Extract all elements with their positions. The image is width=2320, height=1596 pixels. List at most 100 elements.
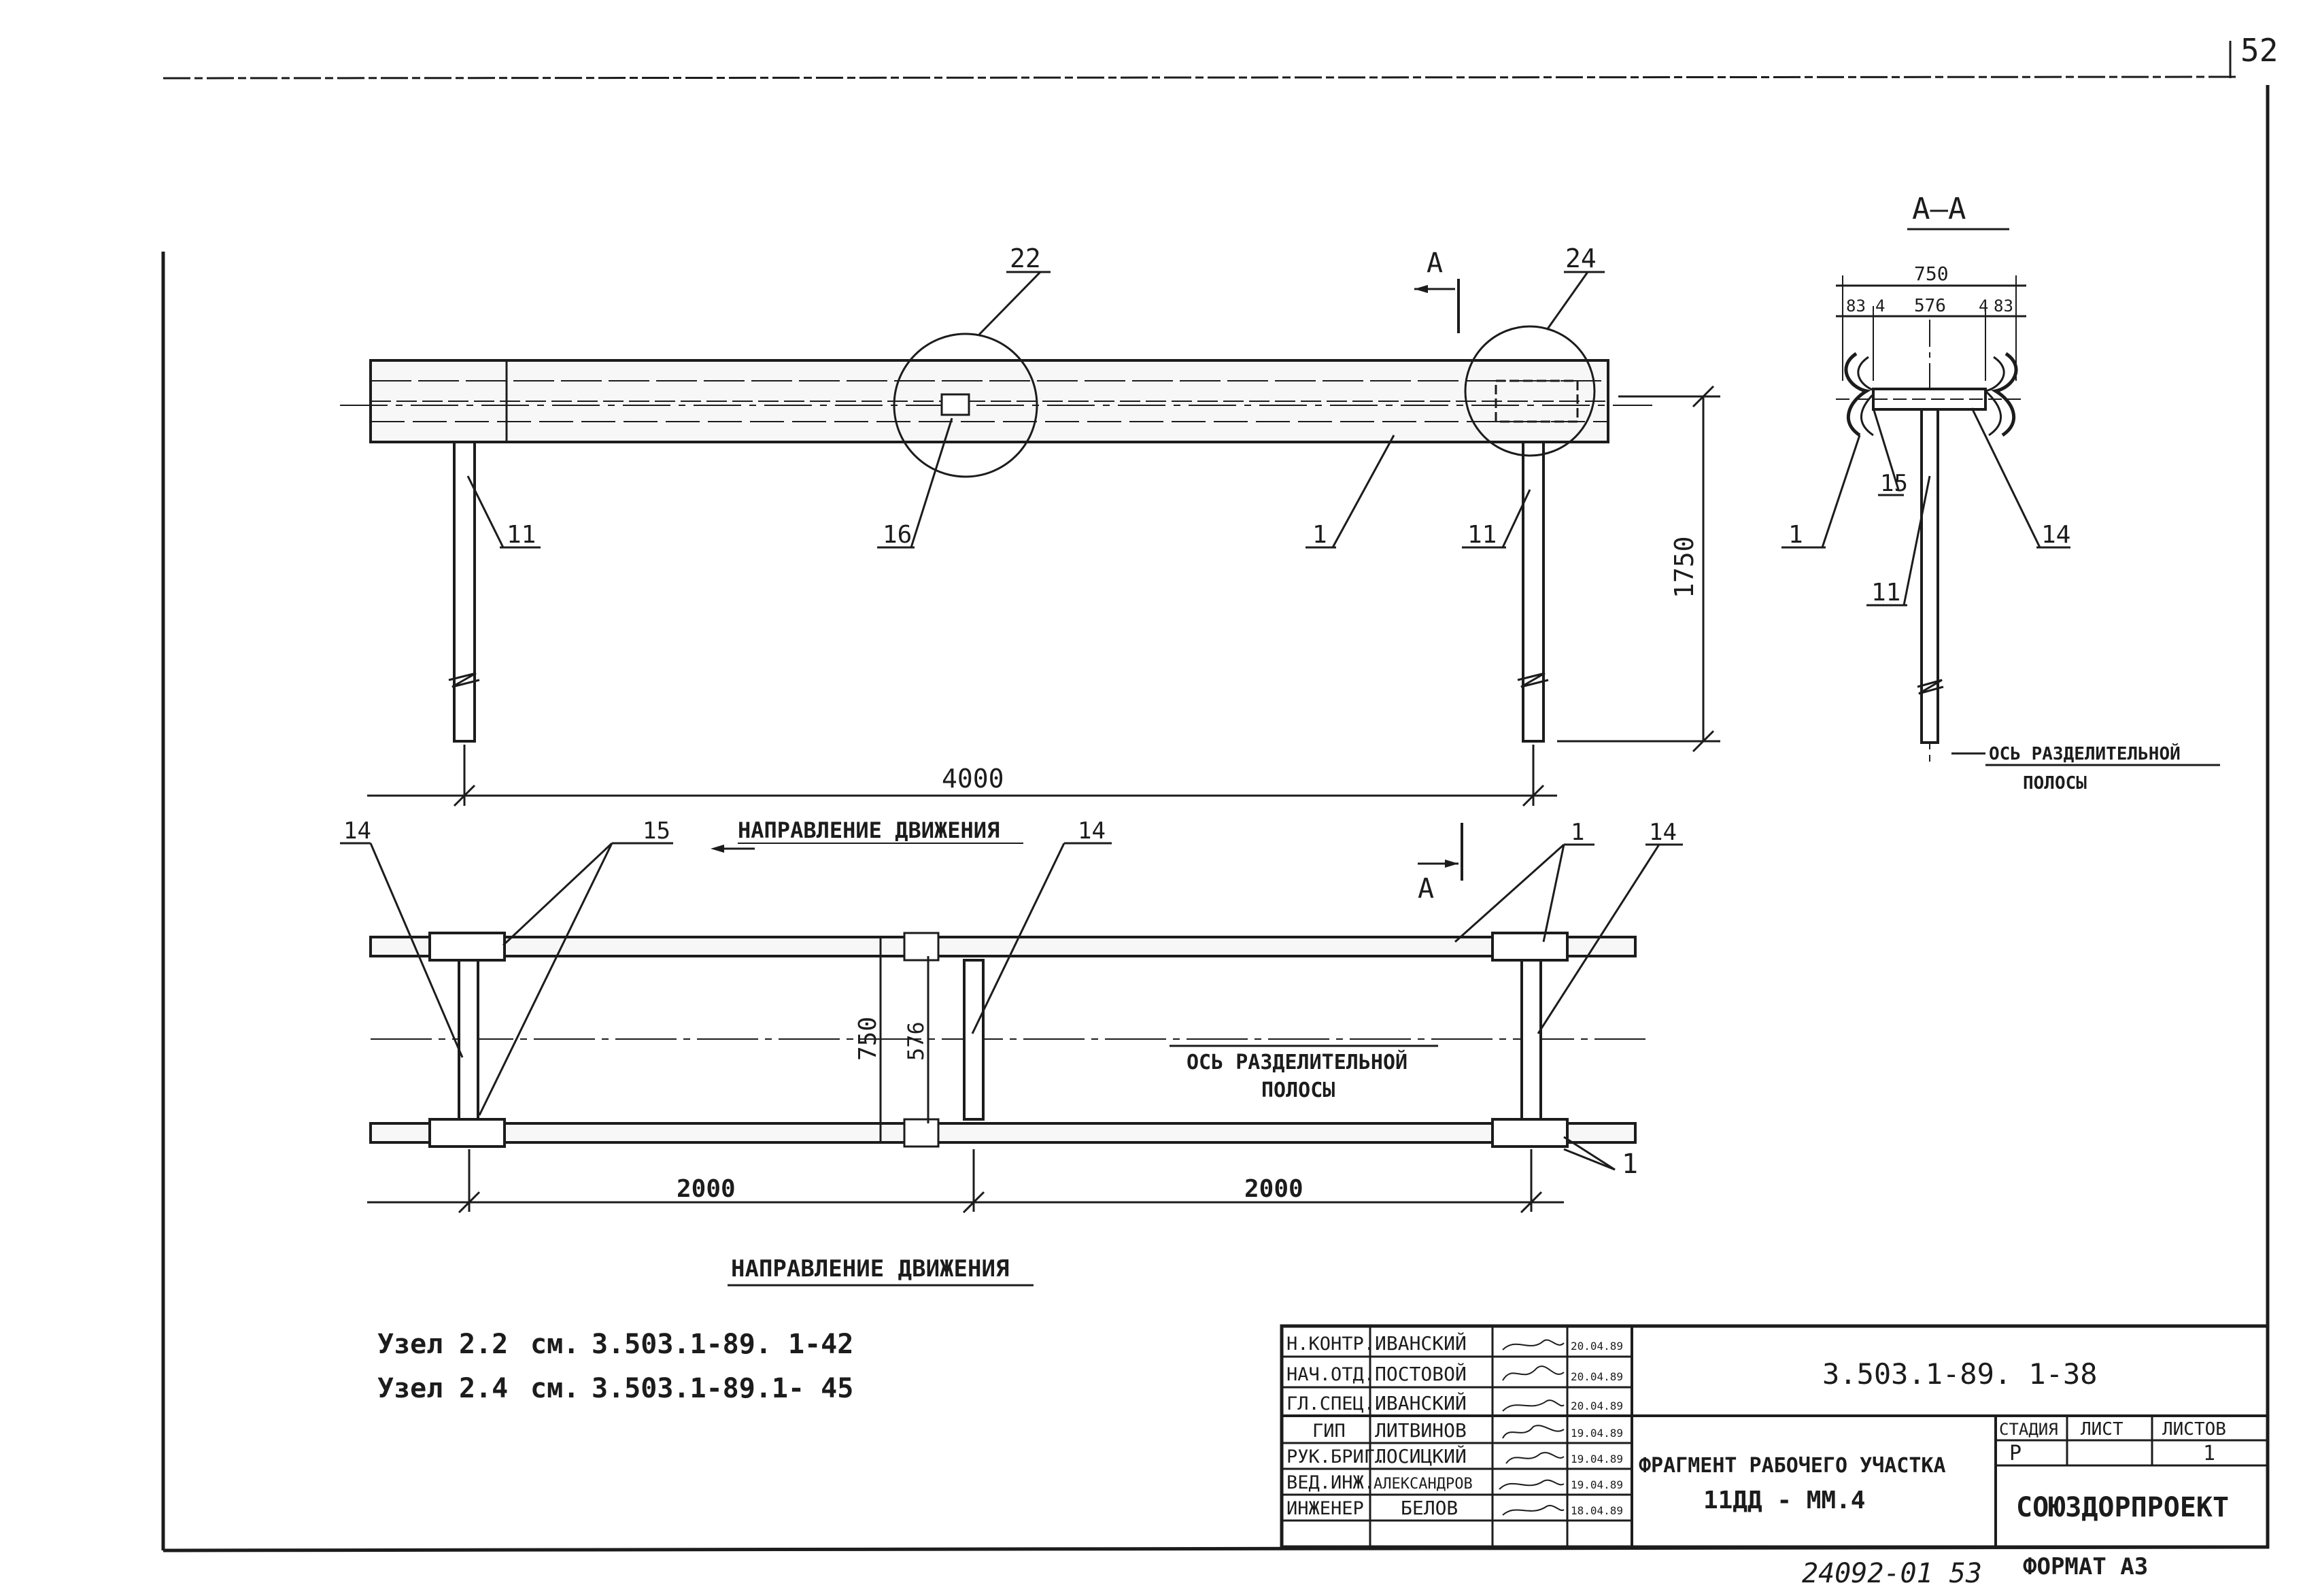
stage-header: СТАДИЯ [1999,1420,2058,1439]
node-24-circle [1464,325,1596,457]
page-number: 52 [2240,32,2278,69]
staff-date: 19.04.89 [1571,1453,1623,1465]
plan-plate [903,932,940,962]
section-label-11: 11 [1871,579,1900,607]
staff-name: ПОСТОВОЙ [1375,1362,1467,1385]
plan-plate [1491,932,1569,962]
staff-role: ГИП [1312,1421,1346,1442]
section-dim-750: 750 [1914,262,1949,285]
section-axis-label-line2: ПОЛОСЫ [2023,773,2087,794]
sheets-total-value: 1 [2203,1442,2215,1465]
note-2-num: 2.4 [459,1373,508,1404]
plan-direction-label: НАПРАВЛЕНИЕ ДВИЖЕНИЯ [738,817,1000,843]
crossbar [1872,388,1987,411]
post-left [453,441,476,743]
section-dim-4-left: 4 [1875,296,1885,316]
plan-label-15: 15 [643,817,670,845]
staff-date: 19.04.89 [1571,1478,1623,1491]
section-aa-title: A—A [1912,192,1966,226]
plan-label-1-top: 1 [1571,819,1584,846]
splice-plate [940,393,970,416]
staff-role: РУК.БРИГ. [1286,1446,1386,1467]
plan-dim-2000-right: 2000 [1244,1175,1303,1203]
plan-plate [428,1118,506,1148]
post-label-11-left: 11 [507,521,536,549]
section-label-14: 14 [2041,521,2070,549]
section-dim-576: 576 [1914,296,1946,316]
section-dim-4-right: 4 [1979,296,1988,316]
plan-post-left [458,959,479,1121]
label-16: 16 [883,521,912,549]
plan-label-14-mid: 14 [1078,817,1106,845]
staff-role: ИНЖЕНЕР [1286,1498,1364,1519]
node-24-label: 24 [1565,243,1597,273]
plan-dim-750: 750 [854,1017,882,1061]
staff-role: ВЕД.ИНЖ. [1286,1472,1375,1493]
plan-view [340,823,1683,1214]
staff-role: НАЧ.ОТД. [1286,1364,1375,1385]
plan-plate [428,932,506,962]
organization-name: СОЮЗДОРПРОЕКТ [2016,1492,2229,1523]
drawing-title-line2: 11ДД - ММ.4 [1703,1487,1865,1514]
notes: Узел 2.2 см. 3.503.1-89. 1-42 Узел 2.4 с… [377,1329,853,1404]
plan-dim-2000-left: 2000 [677,1175,736,1203]
plan-post-mid [963,959,985,1121]
section-dim-83-left: 83 [1846,296,1866,316]
staff-role: Н.КОНТР. [1286,1334,1375,1355]
staff-date: 20.04.89 [1571,1370,1623,1383]
height-dimension: 1750 [1669,536,1699,598]
staff-date: 19.04.89 [1571,1427,1623,1440]
elevation-view [340,271,1720,807]
plan-cut-letter: А [1418,873,1434,904]
title-block [1280,1324,2270,1549]
plan-plate [1491,1118,1569,1148]
document-code: 3.503.1-89. 1-38 [1822,1357,2098,1391]
inventory-number: 24092-01 53 [1802,1558,1982,1589]
section-dim-83-right: 83 [1994,296,2013,316]
sheets-header: ЛИСТОВ [2162,1419,2226,1440]
note-2-ref: 3.503.1-89.1- 45 [592,1373,853,1404]
direction-label-bottom: НАПРАВЛЕНИЕ ДВИЖЕНИЯ [731,1255,1009,1283]
note-1-node: Узел [377,1329,443,1360]
note-2-see: см. [530,1373,579,1404]
staff-rows: Н.КОНТР. ИВАНСКИЙ 20.04.89 НАЧ.ОТД. ПОСТ… [1286,1331,1623,1519]
node-22-label: 22 [1010,243,1041,273]
sheet-header: ЛИСТ [2081,1419,2123,1440]
staff-date: 18.04.89 [1571,1504,1623,1517]
staff-name: ЛИТВИНОВ [1375,1419,1467,1442]
beam-label-1: 1 [1312,521,1327,549]
note-1-see: см. [530,1329,579,1360]
note-1-num: 2.2 [459,1329,508,1360]
drawing-title-line1: ФРАГМЕНТ РАБОЧЕГО УЧАСТКА [1639,1454,1946,1478]
staff-date: 20.04.89 [1571,1340,1623,1353]
span-dimension: 4000 [942,764,1004,794]
plan-rail-top [369,936,1637,957]
note-2-node: Узел [377,1373,443,1404]
plan-label-14-left: 14 [343,817,371,845]
plan-label-14-right: 14 [1649,819,1677,846]
staff-name: ИВАНСКИЙ [1375,1331,1467,1355]
guardrail-beam [369,359,1609,443]
plan-rail-bottom [369,1122,1637,1144]
section-axis-label-line1: ОСЬ РАЗДЕЛИТЕЛЬНОЙ [1989,743,2181,764]
staff-date: 20.04.89 [1571,1399,1623,1412]
section-cut-letter: А [1427,248,1443,279]
plan-axis-label-line2: ПОЛОСЫ [1261,1079,1335,1102]
section-aa-view [1781,228,2220,766]
plan-post-right [1520,959,1542,1121]
splice-plate [1495,379,1579,423]
staff-name: ЛОСИЦКИЙ [1375,1444,1467,1467]
stage-value: Р [2009,1442,2022,1465]
plan-label-1-bottom: 1 [1622,1149,1638,1180]
staff-role: ГЛ.СПЕЦ. [1286,1393,1375,1414]
section-label-1: 1 [1788,521,1803,549]
note-1-ref: 3.503.1-89. 1-42 [592,1329,853,1360]
post-label-11-right: 11 [1467,521,1497,549]
staff-name: АЛЕКСАНДРОВ [1374,1476,1473,1493]
plan-plate [903,1118,940,1148]
plan-axis-label-line1: ОСЬ РАЗДЕЛИТЕЛЬНОЙ [1187,1050,1408,1074]
staff-name: БЕЛОВ [1401,1497,1458,1519]
paper-format: ФОРМАТ А3 [2023,1553,2148,1580]
post-right [1522,441,1545,743]
